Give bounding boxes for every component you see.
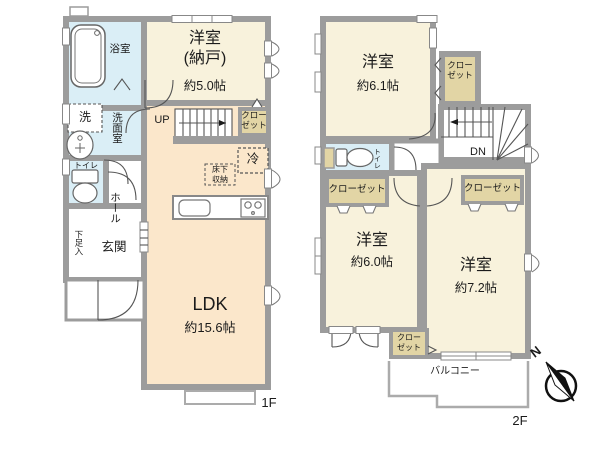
toilet-2f-icon [323, 147, 374, 169]
door-arcs-1f [97, 78, 174, 321]
bedroom-a [320, 16, 436, 142]
wall-under-stairs [173, 136, 270, 144]
washroom-door-icon [107, 171, 137, 201]
bedroom-a-size: 約6.1帖 [356, 79, 400, 93]
kitchen-sink-icon [178, 199, 211, 217]
kitchen-icon [172, 195, 269, 220]
faucet-icon [94, 30, 100, 36]
closet-a [439, 51, 481, 107]
vent-box [69, 6, 89, 17]
closet-b [325, 175, 389, 207]
ldk-label: LDK [192, 294, 228, 314]
hall-label: ホール [109, 192, 122, 224]
stairs-2f-icon [441, 106, 529, 161]
bedroom-c-size: 約7.2帖 [454, 281, 498, 295]
bedroom-a-label: 洋室 [361, 54, 394, 71]
bathroom-folding-door-icon [113, 78, 131, 91]
closet-1f-label: クロー ゼット [241, 110, 267, 130]
entrance-porch [64, 278, 146, 322]
closet-c-label: クローゼット [463, 183, 521, 194]
underfloor-storage-label: 床下 収納 [212, 165, 228, 184]
storage-room-door-icon [144, 79, 174, 109]
closet-d [389, 328, 429, 359]
toilet-2f-label: トイレ [373, 147, 381, 169]
stairs-dn-label: DN [470, 146, 486, 158]
stairs-up-label: UP [154, 114, 170, 126]
closet-a-label: クロー ゼット [447, 60, 473, 80]
vanity-sink-icon [66, 130, 94, 160]
stove-icon [240, 198, 266, 218]
closet-c-handle-icon [467, 203, 482, 212]
compass-icon [544, 361, 578, 403]
bathtub-icon [70, 24, 106, 88]
storage-room-label: 洋室 (納戸) [183, 30, 227, 67]
closet-1f [173, 97, 270, 144]
floor2-label: 2F [512, 413, 528, 428]
closet-c [461, 175, 524, 205]
windows-2f [314, 15, 540, 334]
washroom-label: 洗面室 [111, 112, 124, 144]
closet-b-label: クローゼット [328, 184, 386, 195]
washer-icon [67, 103, 103, 133]
bedroom-b-size: 約6.0帖 [350, 255, 394, 269]
entrance-door-icon [97, 279, 139, 321]
toilet-1f-label: トイレ [74, 161, 98, 170]
bedroom-c-door-icon [426, 177, 453, 207]
bedroom-c-label: 洋室 [459, 257, 492, 274]
entrance-label: 玄関 [101, 240, 127, 254]
stairs-1f-icon [174, 108, 233, 138]
refrigerator-label: 冷 [246, 152, 260, 166]
bedroom-b-door-icon [393, 177, 421, 207]
closet-a-door-icon [434, 57, 442, 73]
shoe-cabinet-label: 下足入 [73, 230, 84, 256]
balcony-outline [387, 351, 530, 409]
bedroom-b-label: 洋室 [355, 232, 388, 249]
bedroom-a-door-icon [408, 112, 436, 140]
closet-d-door-icon [427, 345, 438, 355]
toilet-1f-door-icon [103, 159, 129, 185]
refrigerator-icon [237, 147, 269, 174]
storage-room-size: 約5.0帖 [183, 79, 227, 93]
landing-door-icon [125, 108, 151, 134]
laundry-label: 洗 [78, 110, 91, 124]
ldk-room [141, 100, 271, 390]
balcony-label: バルコニー [430, 366, 480, 377]
toilet-1f-icon [71, 169, 99, 204]
door-arcs-2f [331, 57, 519, 355]
sliding-door-icon [139, 221, 149, 253]
floor1-label: 1F [261, 395, 277, 410]
hall-1f [103, 155, 147, 209]
terrace-step [184, 390, 256, 405]
pipe-space [323, 147, 335, 169]
closet-b-handle-icon [336, 205, 351, 214]
ldk-size: 約15.6帖 [184, 320, 236, 335]
bathroom-label: 浴室 [109, 43, 131, 55]
closet-d-label: クロー ゼット [397, 333, 421, 352]
toilet-2f-door-icon [393, 146, 417, 171]
underfloor-storage-icon [204, 163, 236, 186]
windows-1f [62, 15, 281, 306]
